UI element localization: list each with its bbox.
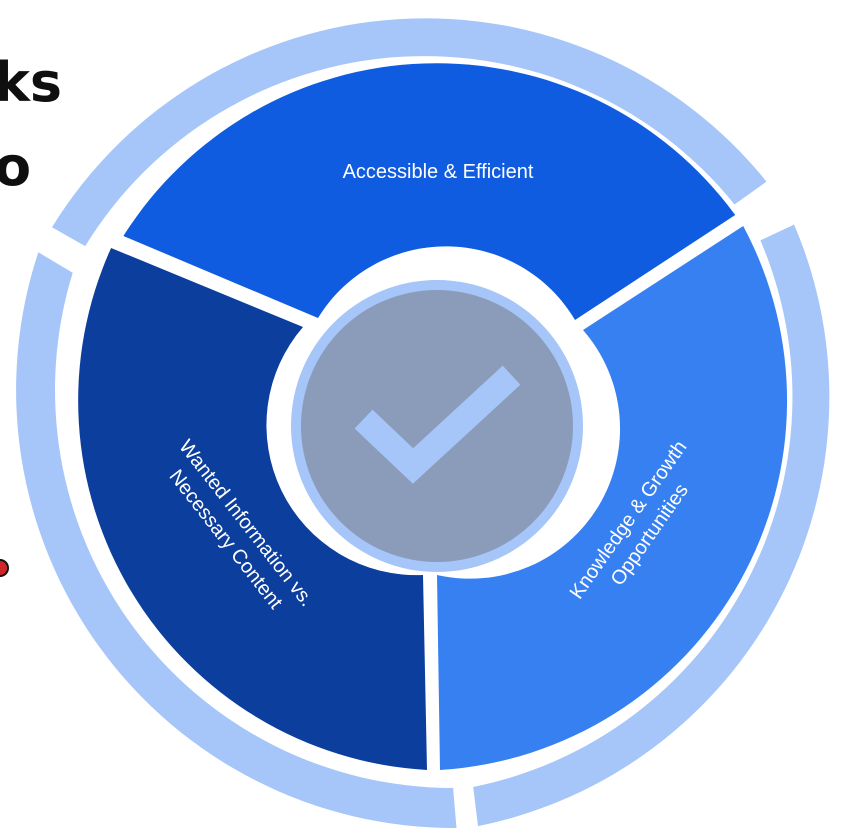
segment-accessible-efficient <box>123 63 736 320</box>
outer-ring-arc-left <box>16 252 457 829</box>
heading-fragment-top: ks <box>0 51 63 114</box>
segment-label-accessible-efficient: Accessible & Efficient <box>343 161 534 183</box>
outer-ring <box>16 18 830 829</box>
segment-wanted-information <box>78 248 427 770</box>
outer-ring-arc-right <box>473 224 830 827</box>
outer-ring-arc-top <box>52 18 767 247</box>
segment-knowledge-growth <box>437 226 788 770</box>
checkmark-icon <box>354 365 521 484</box>
heading-fragment-bottom: o <box>0 135 32 198</box>
center-hub <box>291 280 583 572</box>
segments <box>78 63 788 770</box>
hub-core <box>301 290 573 562</box>
